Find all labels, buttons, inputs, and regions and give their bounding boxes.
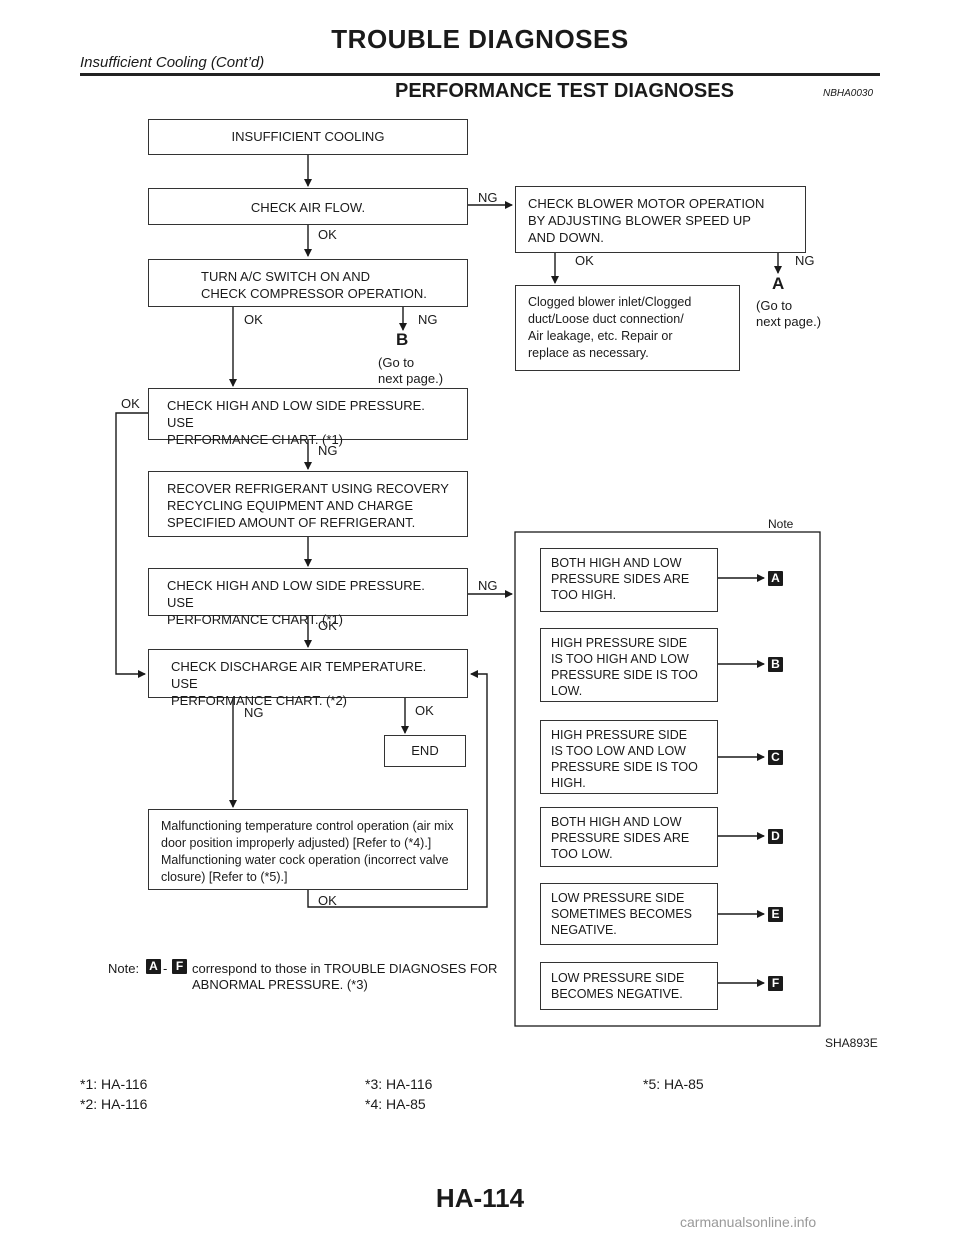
label-ok-pressure-2: OK [318,618,337,633]
label-ok-air-flow: OK [318,227,337,242]
label-go-next-b: (Go to next page.) [378,355,444,386]
marker-a-boxed: A [768,571,783,586]
label-ok-malfunction: OK [318,893,337,908]
ref-2: *2: HA-116 [80,1096,148,1112]
box-check-air-flow: CHECK AIR FLOW. [148,188,468,225]
note-item-e: LOW PRESSURE SIDE SOMETIMES BECOMES NEGA… [540,883,718,945]
box-end: END [384,735,466,767]
label-ng-pressure-2: NG [478,578,498,593]
ref-4: *4: HA-85 [365,1096,426,1112]
label-ok-blower: OK [575,253,594,268]
label-ng-blower: NG [795,253,815,268]
box-check-pressure-2: CHECK HIGH AND LOW SIDE PRESSURE. USE PE… [148,568,468,627]
box-recover-refrigerant: RECOVER REFRIGERANT USING RECOVERY RECYC… [148,471,468,537]
figure-code: SHA893E [825,1036,878,1050]
marker-b-boxed: B [768,657,783,672]
bottom-note-text: correspond to those in TROUBLE DIAGNOSES… [192,961,498,992]
label-ok-discharge: OK [415,703,434,718]
bottom-note-marker-a: A [146,959,161,974]
box-turn-ac-switch: TURN A/C SWITCH ON AND CHECK COMPRESSOR … [148,259,468,307]
note-item-d: BOTH HIGH AND LOW PRESSURE SIDES ARE TOO… [540,807,718,867]
marker-a-circled: A [772,274,785,293]
label-ok-compressor: OK [244,312,263,327]
box-check-blower-motor: CHECK BLOWER MOTOR OPERATION BY ADJUSTIN… [515,186,806,253]
label-ng-compressor: NG [418,312,438,327]
marker-d-boxed: D [768,829,783,844]
box-check-pressure-1: CHECK HIGH AND LOW SIDE PRESSURE. USE PE… [148,388,468,447]
note-item-b: HIGH PRESSURE SIDE IS TOO HIGH AND LOW P… [540,628,718,702]
box-clogged-duct: Clogged blower inlet/Clogged duct/Loose … [515,285,740,371]
note-item-c: HIGH PRESSURE SIDE IS TOO LOW AND LOW PR… [540,720,718,794]
marker-b-circled: B [396,330,409,349]
note-heading: Note [768,517,794,531]
bottom-note-marker-f: F [172,959,187,974]
section-code: NBHA0030 [823,88,874,99]
ref-3: *3: HA-116 [365,1076,433,1092]
label-ng-discharge: NG [244,705,264,720]
header-divider [80,73,880,76]
box-check-discharge-temp: CHECK DISCHARGE AIR TEMPERATURE. USE PER… [148,649,468,708]
page-header-title: TROUBLE DIAGNOSES [331,24,629,54]
bottom-note-dash: - [163,961,168,976]
label-go-next-a: (Go to next page.) [756,298,822,329]
box-malfunction: Malfunctioning temperature control opera… [148,809,468,890]
ref-1: *1: HA-116 [80,1076,148,1092]
watermark: carmanualsonline.info [680,1214,817,1230]
note-item-f: LOW PRESSURE SIDE BECOMES NEGATIVE. [540,962,718,1010]
marker-e-boxed: E [768,907,783,922]
bottom-note-prefix: Note: [108,961,140,976]
page-header-subtitle: Insufficient Cooling (Cont’d) [80,54,265,71]
section-title: PERFORMANCE TEST DIAGNOSES [395,80,734,102]
marker-f-boxed: F [768,976,783,991]
page-number: HA-114 [435,1183,525,1213]
label-ng-air-flow: NG [478,190,498,205]
ref-5: *5: HA-85 [643,1076,704,1092]
note-item-a: BOTH HIGH AND LOW PRESSURE SIDES ARE TOO… [540,548,718,612]
box-insufficient-cooling: INSUFFICIENT COOLING [148,119,468,155]
marker-c-boxed: C [768,750,783,765]
label-ok-pressure-1: OK [121,396,140,411]
label-ng-pressure-1: NG [318,443,338,458]
